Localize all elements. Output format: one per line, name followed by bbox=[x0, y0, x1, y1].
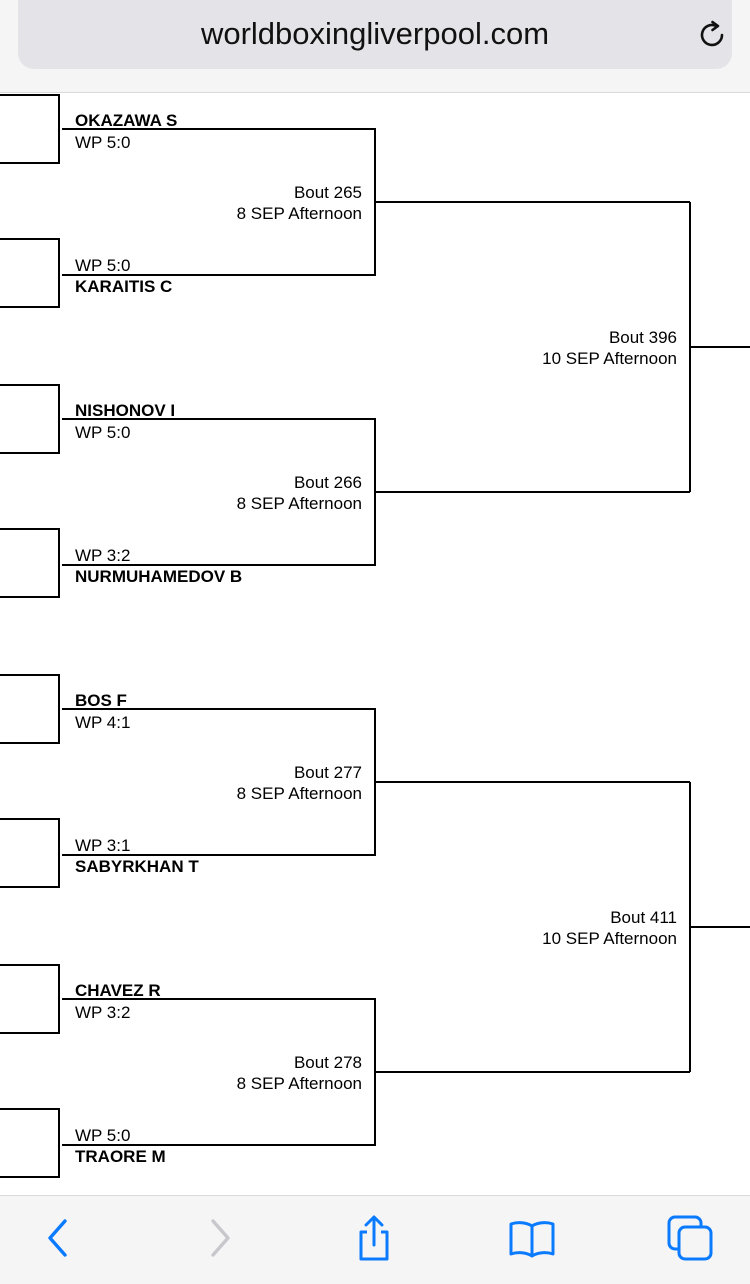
url-text: worldboxingliverpool.com bbox=[200, 16, 550, 51]
share-icon[interactable] bbox=[350, 1214, 398, 1262]
bout-date: 8 SEP Afternoon bbox=[236, 784, 362, 803]
prev-round-box bbox=[0, 528, 60, 598]
boxer-name: NISHONOV I bbox=[75, 401, 176, 420]
boxer-name: SABYRKHAN T bbox=[75, 857, 199, 876]
bout-date: 10 SEP Afternoon bbox=[542, 929, 677, 948]
boxer-score: WP 3:2 bbox=[75, 1003, 131, 1022]
prev-round-box bbox=[0, 818, 60, 888]
bout-label: Bout 277 8 SEP Afternoon bbox=[237, 762, 362, 804]
bout-number: Bout 396 bbox=[608, 328, 677, 347]
boxer-name: TRAORE M bbox=[75, 1147, 166, 1166]
prev-round-box bbox=[0, 1108, 60, 1178]
address-bar: worldboxingliverpool.com bbox=[0, 0, 750, 93]
bout-number: Bout 265 bbox=[293, 183, 362, 202]
tournament-bracket: OKAZAWA S WP 5:0 WP 5:0 KARAITIS C NISHO… bbox=[0, 92, 750, 1194]
bout-number: Bout 266 bbox=[293, 473, 362, 492]
boxer-score: WP 3:1 bbox=[75, 836, 131, 855]
chevron-left-icon[interactable] bbox=[34, 1214, 82, 1262]
bout-number: Bout 278 bbox=[293, 1053, 362, 1072]
bout-label: Bout 266 8 SEP Afternoon bbox=[237, 472, 362, 514]
browser-toolbar bbox=[0, 1195, 750, 1284]
tabs-icon[interactable] bbox=[666, 1214, 714, 1262]
bout-label: Bout 265 8 SEP Afternoon bbox=[237, 182, 362, 224]
prev-round-box bbox=[0, 674, 60, 744]
boxer-name: NURMUHAMEDOV B bbox=[75, 567, 243, 586]
book-icon[interactable] bbox=[508, 1214, 556, 1262]
bout-date: 8 SEP Afternoon bbox=[236, 204, 362, 223]
bout-date: 8 SEP Afternoon bbox=[236, 494, 362, 513]
boxer-name: OKAZAWA S bbox=[75, 111, 178, 130]
bout-label: Bout 278 8 SEP Afternoon bbox=[237, 1052, 362, 1094]
prev-round-box bbox=[0, 94, 60, 164]
boxer-name: KARAITIS C bbox=[75, 277, 173, 296]
boxer-score: WP 5:0 bbox=[75, 1126, 131, 1145]
bout-number: Bout 277 bbox=[293, 763, 362, 782]
prev-round-box bbox=[0, 964, 60, 1034]
boxer-score: WP 5:0 bbox=[75, 423, 131, 442]
boxer-score: WP 5:0 bbox=[75, 133, 131, 152]
reload-icon[interactable] bbox=[694, 17, 730, 53]
boxer-score: WP 4:1 bbox=[75, 713, 131, 732]
bout-date: 10 SEP Afternoon bbox=[542, 349, 677, 368]
boxer-name: CHAVEZ R bbox=[75, 981, 161, 1000]
url-field[interactable]: worldboxingliverpool.com bbox=[18, 0, 732, 69]
bout-number: Bout 411 bbox=[610, 908, 677, 927]
bracket-lines bbox=[62, 128, 750, 1146]
bout-label: Bout 411 10 SEP Afternoon bbox=[542, 907, 677, 949]
bout-label: Bout 396 10 SEP Afternoon bbox=[542, 327, 677, 369]
bout-date: 8 SEP Afternoon bbox=[236, 1074, 362, 1093]
boxer-score: WP 5:0 bbox=[75, 256, 131, 275]
chevron-right-icon[interactable] bbox=[196, 1214, 244, 1262]
boxer-score: WP 3:2 bbox=[75, 546, 131, 565]
prev-round-box bbox=[0, 238, 60, 308]
prev-round-box bbox=[0, 384, 60, 454]
boxer-name: BOS F bbox=[75, 691, 127, 710]
